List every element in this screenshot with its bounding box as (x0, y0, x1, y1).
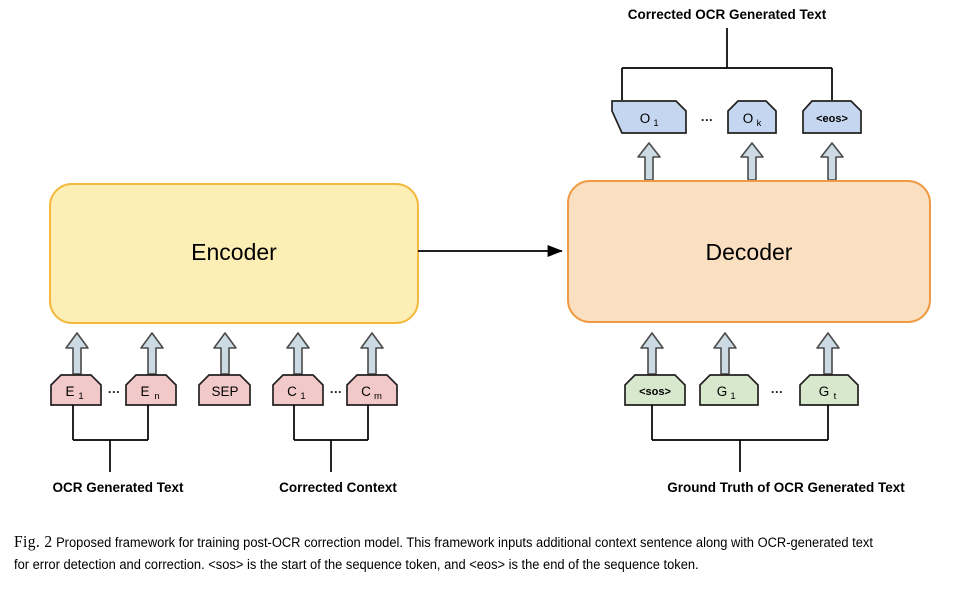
top-title-connector (621, 28, 833, 100)
corrected-context-bracket (293, 405, 369, 472)
decoder-token-gt-sub: t (834, 391, 837, 402)
decoder-token-gt: G t (799, 374, 859, 406)
encoder-token-e1-sub: 1 (78, 391, 83, 402)
ocr-generated-text-bracket (72, 405, 149, 472)
output-token-ok: O k (727, 100, 777, 134)
ground-truth-label: Ground Truth of OCR Generated Text (667, 480, 905, 495)
corrected-context-label: Corrected Context (279, 480, 397, 495)
encoder-row-ellipsis-1: ... (108, 381, 120, 396)
decoder-token-g1-sub: 1 (730, 391, 735, 402)
decoder-token-g1: G 1 (699, 374, 759, 406)
encoder-token-c1-sub: 1 (300, 391, 305, 402)
decoder-token-g1-base: G (717, 384, 728, 399)
ocr-generated-text-label: OCR Generated Text (52, 480, 184, 495)
encoder-input-arrows (65, 332, 384, 375)
decoder-token-sos-label: <sos> (639, 386, 671, 398)
output-token-eos-label: <eos> (816, 113, 848, 125)
output-row-ellipsis: ... (701, 109, 713, 124)
corrected-ocr-generated-text-title: Corrected OCR Generated Text (628, 7, 827, 22)
decoder-token-gt-base: G (819, 384, 830, 399)
encoder-token-e1-base: E (65, 384, 74, 399)
decoder-input-arrows (640, 332, 840, 375)
figure-number: Fig. 2 (14, 532, 53, 551)
ground-truth-bracket (651, 405, 829, 472)
decoder-row-ellipsis: ... (771, 381, 783, 396)
encoder-token-cm-sub: m (374, 391, 382, 402)
encoder-label: Encoder (191, 239, 277, 265)
output-token-eos: <eos> (802, 100, 862, 134)
encoder-block: Encoder (49, 183, 419, 324)
figure-diagram: Corrected OCR Generated Text O 1 ... O k… (49, 7, 931, 495)
encoder-token-en-base: E (140, 384, 149, 399)
encoder-token-en-sub: n (154, 391, 159, 402)
output-token-ok-sub: k (757, 118, 762, 129)
encoder-token-c1: C 1 (272, 374, 324, 406)
decoder-block: Decoder (567, 180, 931, 323)
decoder-token-sos: <sos> (624, 374, 686, 406)
encoder-token-c1-base: C (287, 384, 297, 399)
decoder-output-arrows (637, 142, 844, 181)
encoder-token-sep-label: SEP (211, 384, 238, 399)
output-token-o1-sub: 1 (653, 118, 658, 129)
figure-caption: Fig. 2 Proposed framework for training p… (14, 531, 878, 575)
output-token-ok-base: O (743, 111, 754, 126)
output-token-o1-base: O (640, 111, 651, 126)
figure-caption-text: Proposed framework for training post-OCR… (14, 534, 873, 572)
framework-diagram-svg: Corrected OCR Generated Text O 1 ... O k… (49, 7, 931, 495)
encoder-token-e1: E 1 (50, 374, 102, 406)
encoder-row-ellipsis-2: ... (330, 381, 342, 396)
encoder-token-cm-base: C (361, 384, 371, 399)
decoder-label: Decoder (706, 239, 793, 265)
output-token-o1: O 1 (611, 100, 687, 134)
encoder-token-cm: C m (346, 374, 398, 406)
encoder-token-sep: SEP (198, 374, 251, 406)
encoder-token-en: E n (125, 374, 177, 406)
